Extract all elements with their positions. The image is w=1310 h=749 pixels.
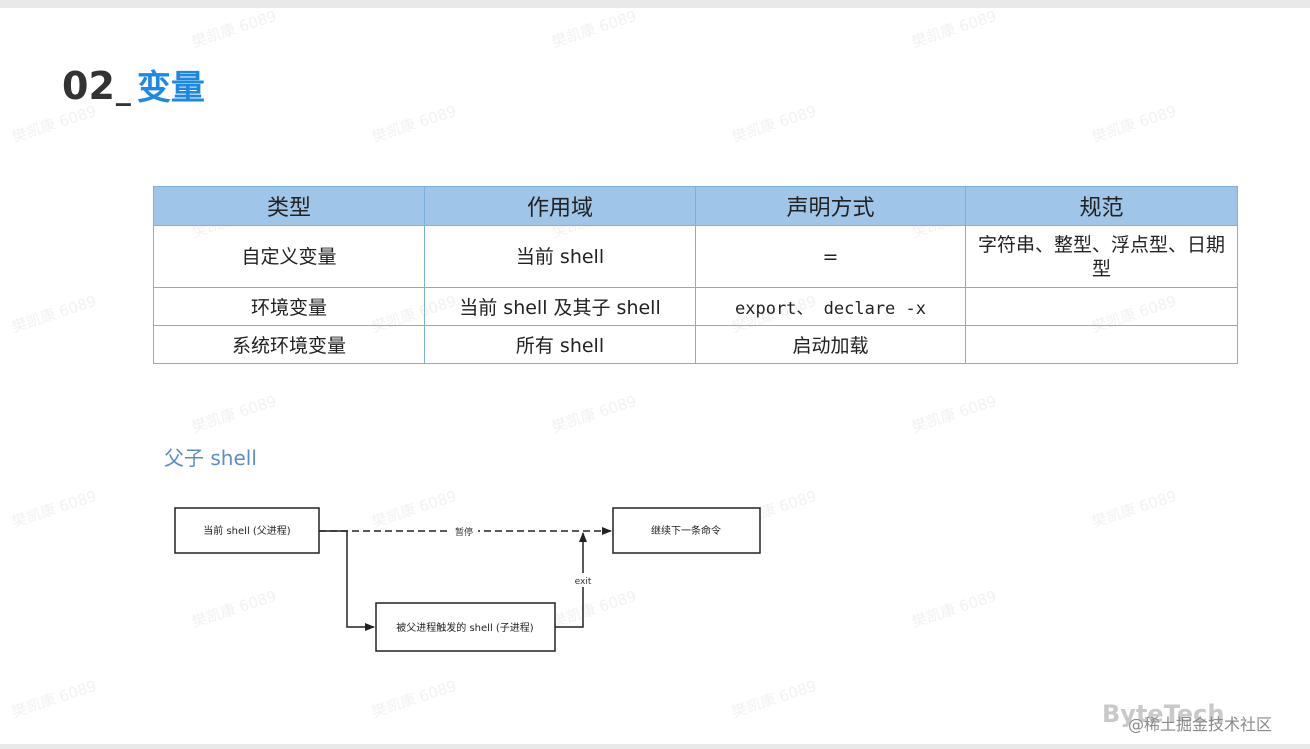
header-declaration: 声明方式: [695, 186, 966, 226]
process-diagram: 当前 shell (父进程) 继续下一条命令 被父进程触发的 shell (子进…: [174, 507, 761, 652]
table-cell: 当前 shell 及其子 shell: [424, 287, 696, 326]
pause-label: 暂停: [455, 526, 473, 538]
pause-label-bg: [450, 524, 478, 538]
header-convention: 规范: [965, 186, 1238, 226]
brand-logo: ByteTech: [1102, 700, 1225, 728]
brand-footer: ByteTech @稀土掘金技术社区: [1102, 700, 1272, 734]
table-cell: 系统环境变量: [153, 325, 425, 364]
brand-site: @稀土掘金技术社区: [1128, 715, 1273, 734]
table-cell: =: [695, 225, 966, 288]
exit-label: exit: [575, 577, 592, 587]
next-command-label: 继续下一条命令: [651, 524, 721, 537]
header-type: 类型: [153, 186, 425, 226]
parent-shell-label: 当前 shell (父进程): [203, 524, 291, 537]
table-row: 环境变量 当前 shell 及其子 shell export、 declare …: [153, 287, 1238, 326]
exit-label-bg: [570, 573, 596, 587]
table-cell: 字符串、整型、浮点型、日期型: [965, 225, 1238, 288]
next-command-box: [612, 507, 761, 554]
table-cell: 环境变量: [153, 287, 425, 326]
table-cell: 所有 shell: [424, 325, 696, 364]
child-shell-label: 被父进程触发的 shell (子进程): [396, 621, 534, 634]
title-name: 变量: [136, 68, 205, 108]
table-cell: [965, 325, 1238, 364]
child-shell-box: [375, 602, 556, 652]
section-subtitle: 父子 shell: [164, 446, 257, 470]
variables-table: 类型 作用域 声明方式 规范 自定义变量 当前 shell = 字符串、整型、浮…: [153, 186, 1238, 364]
table-cell: 启动加载: [695, 325, 966, 364]
table-row: 自定义变量 当前 shell = 字符串、整型、浮点型、日期型: [153, 225, 1238, 288]
table-header-row: 类型 作用域 声明方式 规范: [153, 186, 1238, 226]
table-cell: 当前 shell: [424, 225, 696, 288]
table-cell: 自定义变量: [153, 225, 425, 288]
page-title: 02 _ 变量: [62, 60, 205, 110]
spawn-arrow: [319, 530, 375, 631]
table-row: 系统环境变量 所有 shell 启动加载: [153, 325, 1238, 364]
exit-arrow: [555, 532, 587, 628]
title-separator: _: [115, 72, 131, 107]
parent-shell-box: [174, 507, 320, 554]
title-number: 02: [62, 64, 115, 108]
